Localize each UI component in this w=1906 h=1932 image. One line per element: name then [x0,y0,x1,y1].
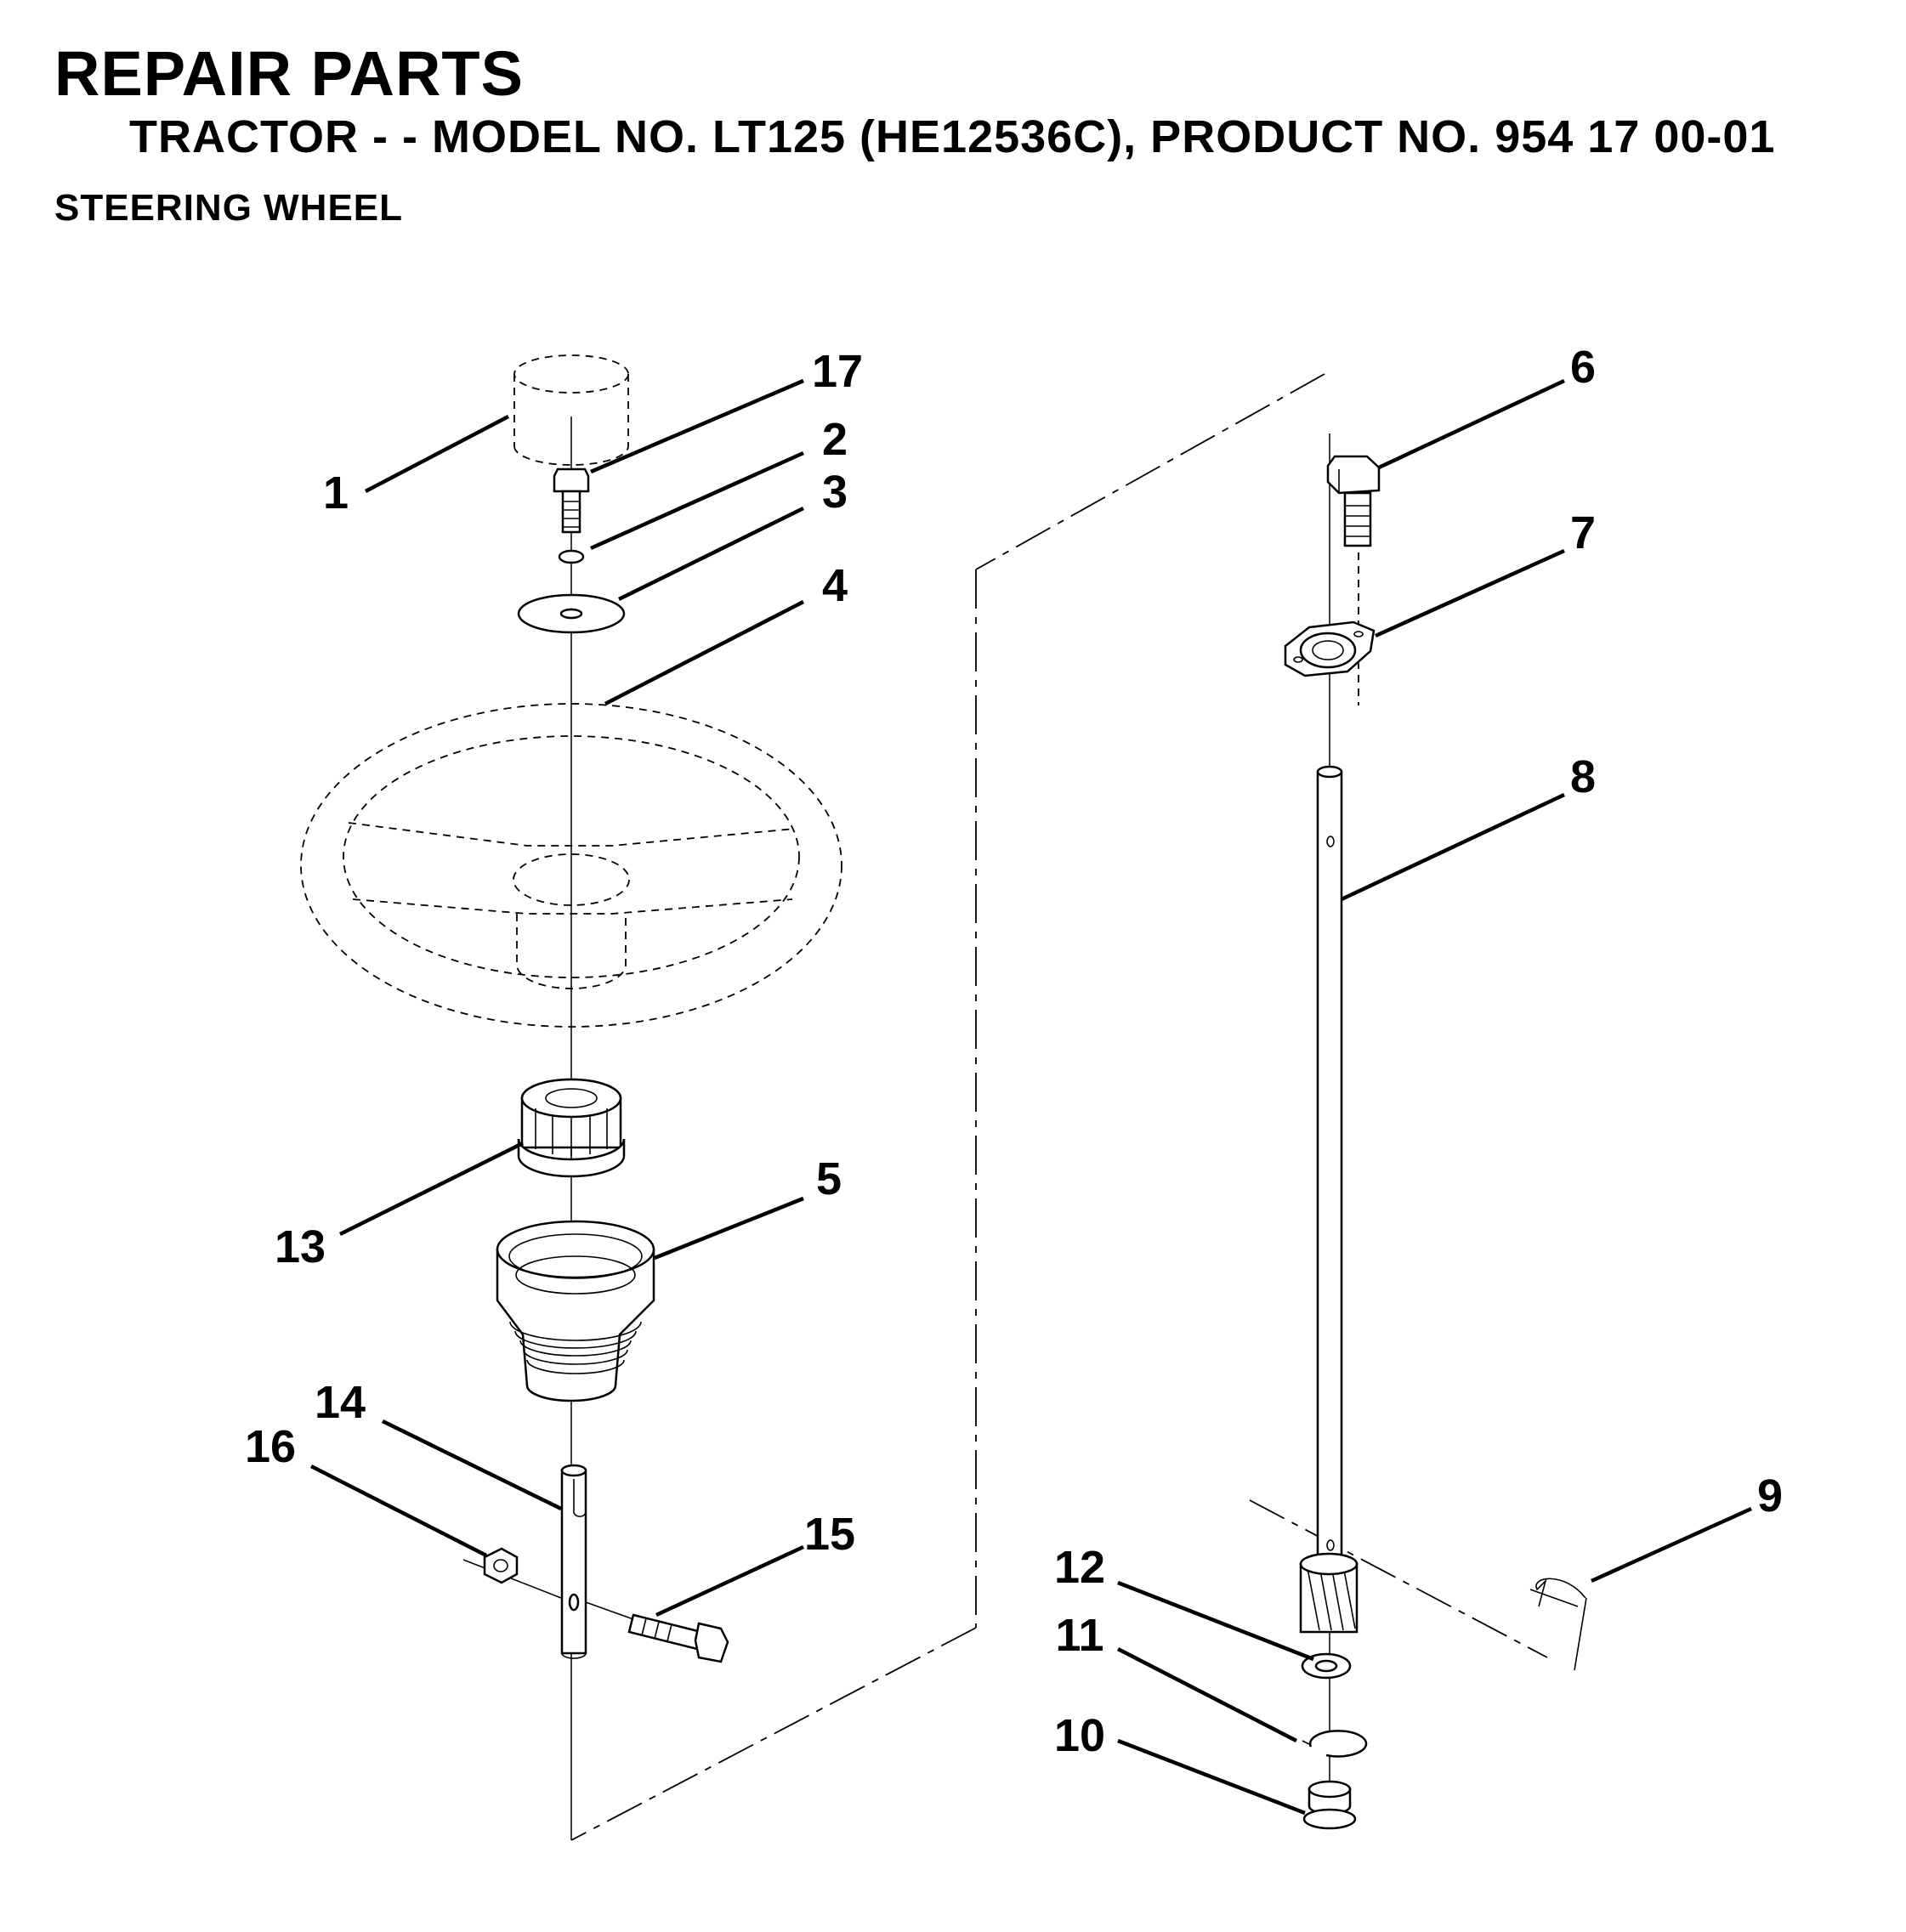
steering-cap [513,354,629,466]
splined-adapter-13 [517,1078,626,1178]
callout-5: 5 [816,1153,842,1204]
section-title: STEERING WHEEL [54,187,404,229]
clevis-bolt-15 [585,1601,729,1663]
lock-washer-2 [558,549,585,564]
bolt-17 [553,467,590,534]
spring-clip-9 [1529,1578,1587,1671]
callout-10: 10 [1054,1710,1105,1761]
shaft-extension-14 [560,1464,587,1659]
callout-1: 1 [323,467,349,518]
flat-washer-3 [517,593,626,634]
callout-14: 14 [315,1377,366,1428]
callout-12: 12 [1054,1542,1105,1593]
washer-12 [1301,1652,1352,1680]
callout-17: 17 [812,346,863,397]
pinion-gear [1299,1552,1359,1634]
callout-8: 8 [1570,751,1596,802]
bushing-10 [1302,1780,1357,1830]
hex-bolt-6 [1326,455,1381,547]
page-title: REPAIR PARTS [54,38,524,109]
callout-13: 13 [275,1221,326,1272]
callout-4: 4 [822,560,848,611]
steering-shaft-8 [1316,765,1343,1568]
callout-15: 15 [804,1509,855,1560]
callout-3: 3 [822,467,848,518]
phantom-frame [570,373,1548,1841]
callout-7: 7 [1570,507,1596,558]
flange-bearing-7 [1284,620,1376,677]
nut-16 [462,1547,562,1599]
callout-6: 6 [1570,342,1596,393]
steering-bushing-5 [496,1220,655,1402]
callout-9: 9 [1757,1470,1783,1521]
steering-wheel [300,703,842,1028]
leader-lines [309,378,1752,1816]
retaining-ring-11 [1302,1730,1368,1758]
callout-2: 2 [822,414,848,465]
callout-16: 16 [245,1421,296,1472]
callout-11: 11 [1055,1610,1103,1661]
model-subtitle: TRACTOR - - MODEL NO. LT125 (HE12536C), … [129,111,1776,162]
